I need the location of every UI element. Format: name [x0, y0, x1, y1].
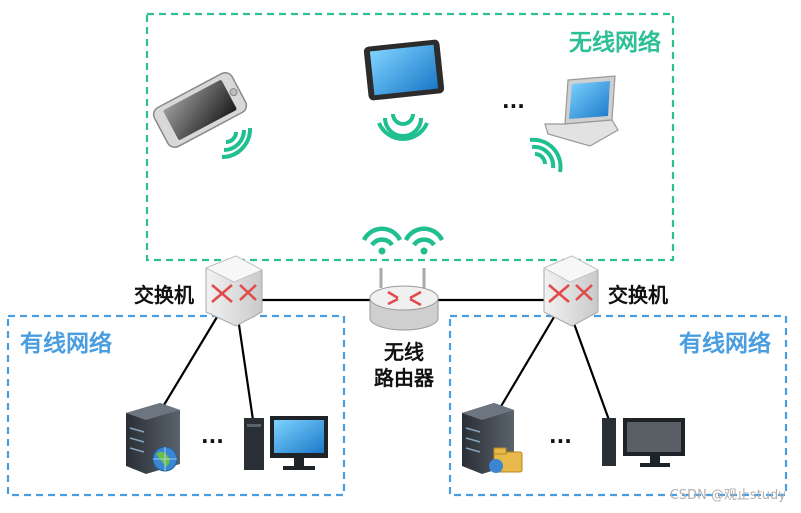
desktop-pc-right-icon — [602, 418, 685, 467]
tablet-icon — [363, 39, 445, 101]
wireless-more-devices: ... — [502, 89, 525, 113]
router-label-line1: 无线 — [384, 340, 424, 364]
wireless-network-region — [145, 12, 675, 262]
watermark-text: CSDN @观止study — [670, 488, 787, 503]
wifi-signal-router-dots — [378, 247, 428, 255]
wired-left-more-devices: ... — [201, 424, 224, 448]
server-globe-icon — [126, 403, 180, 474]
switch-right-icon — [543, 255, 599, 327]
wifi-signal-tablet — [377, 113, 429, 141]
server-folder-icon — [462, 403, 523, 474]
wifi-signal-router-left — [361, 226, 403, 247]
network-links — [163, 298, 611, 421]
wifi-signal-phone — [221, 127, 253, 159]
switch-left-icon — [205, 255, 263, 327]
wifi-signal-router-right — [403, 226, 445, 247]
wired-region-label-right: 有线网络 — [679, 330, 771, 357]
switch-right-label: 交换机 — [608, 283, 668, 307]
link-switch-right-server — [499, 311, 558, 409]
router-label-line2: 路由器 — [374, 366, 435, 390]
smartphone-icon — [152, 71, 248, 149]
switch-left-label: 交换机 — [134, 283, 194, 307]
wired-region-label-left: 有线网络 — [20, 330, 112, 357]
wired-right-more-devices: ... — [549, 424, 572, 448]
laptop-icon — [544, 75, 619, 147]
link-switch-left-server — [163, 311, 221, 406]
wifi-signal-laptop — [529, 137, 563, 173]
wireless-router-icon — [369, 268, 439, 331]
wireless-region-label: 无线网络 — [569, 29, 661, 56]
wired-network-region-left — [6, 314, 346, 497]
link-switch-right-pc — [570, 317, 611, 421]
wired-network-region-right — [448, 314, 788, 497]
link-switch-left-pc — [236, 317, 255, 421]
desktop-pc-left-icon — [244, 416, 328, 470]
